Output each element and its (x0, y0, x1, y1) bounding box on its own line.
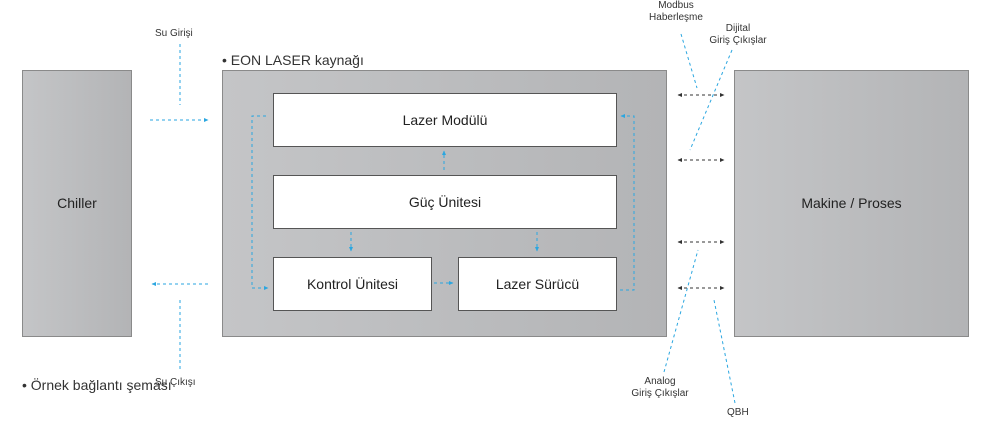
qbh-label: QBH (727, 407, 749, 418)
laser-driver-box: Lazer Sürücü (458, 257, 617, 311)
modbus-leader (680, 33, 698, 89)
analog-line1: Analog (644, 376, 676, 387)
source-title: • EON LASER kaynağı (222, 52, 364, 68)
machine-label: Makine / Proses (801, 195, 902, 211)
water-out-label: Su Çıkışı (155, 377, 196, 388)
source-title-text: EON LASER kaynağı (230, 52, 364, 68)
modbus-line1: Modbus (658, 0, 694, 11)
digital-line1: Dijital (725, 23, 751, 34)
analog-io-leader (663, 249, 699, 373)
analog-io-label: Analog Giriş Çıkışlar (620, 376, 700, 400)
control-unit-box: Kontrol Ünitesi (273, 257, 432, 311)
example-caption-text: Örnek bağlantı şeması (30, 377, 172, 393)
digital-io-label: Dijital Giriş Çıkışlar (698, 23, 778, 47)
qbh-leader (713, 299, 736, 404)
machine-panel: Makine / Proses (734, 70, 969, 337)
bullet: • (222, 52, 227, 68)
laser-module-box: Lazer Modülü (273, 93, 617, 147)
example-caption: • Örnek bağlantı şeması (22, 377, 172, 393)
digital-line2: Giriş Çıkışlar (709, 35, 767, 46)
modbus-label: Modbus Haberleşme (636, 0, 716, 24)
right-loop-arrow (620, 114, 635, 291)
modbus-line2: Haberleşme (649, 12, 703, 23)
power-unit-box: Güç Ünitesi (273, 175, 617, 229)
water-in-label: Su Girişi (155, 28, 193, 39)
digital-io-leader (689, 49, 733, 151)
left-loop-arrow (251, 115, 269, 290)
bullet: • (22, 377, 27, 393)
analog-line2: Giriş Çıkışlar (631, 388, 689, 399)
chiller-panel: Chiller (22, 70, 132, 337)
chiller-label: Chiller (57, 195, 97, 211)
